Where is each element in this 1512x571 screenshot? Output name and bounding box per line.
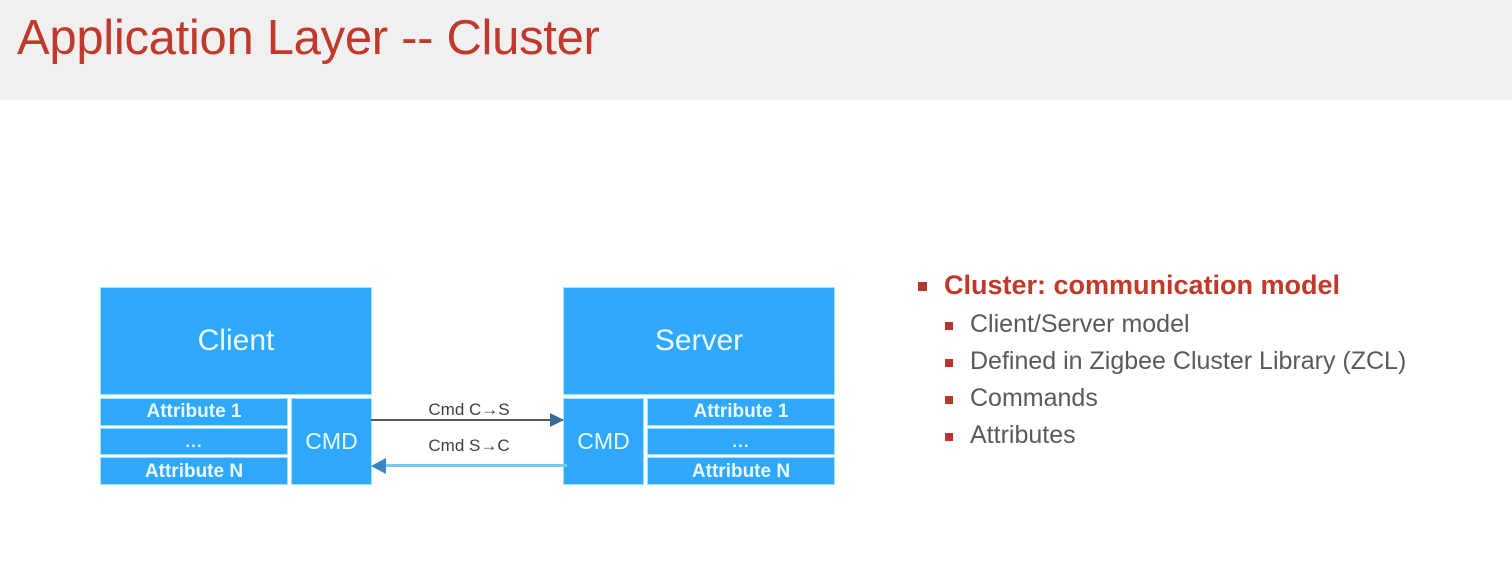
list-item: Commands [918,386,1498,411]
page-title: Application Layer -- Cluster [17,11,600,65]
server-lower-section: CMD Attribute 1 ... Attribute N [563,398,835,486]
list-item: Defined in Zigbee Cluster Library (ZCL) [918,349,1498,374]
server-header: Server [563,287,835,395]
server-node: Server CMD Attribute 1 ... Attribute N [563,287,835,486]
bullet-square-icon [918,282,927,291]
server-cmd-box: CMD [563,398,644,485]
server-header-label: Server [654,324,744,357]
server-attribute-list: Attribute 1 ... Attribute N [647,398,835,486]
list-item-label: Attributes [970,421,1076,449]
bullet-square-icon [945,433,953,441]
arrow-line-client-to-server [371,419,563,421]
client-node: Client Attribute 1 ... Attribute N CMD [100,287,372,486]
arrow-head-left-icon [371,458,386,474]
list-item-label: Cluster: communication model [944,270,1341,300]
client-attribute-row: Attribute 1 [100,398,288,426]
client-attribute-row: ... [100,427,288,456]
list-item-label: Commands [970,384,1098,412]
list-item-label: Client/Server model [970,310,1190,338]
client-attribute-row: Attribute N [100,457,288,486]
list-item: Cluster: communication model [918,272,1498,299]
bullet-list: Cluster: communication model Client/Serv… [918,272,1498,460]
bullet-square-icon [945,396,953,404]
server-attribute-row: ... [647,427,835,456]
title-band: Application Layer -- Cluster [0,0,1512,100]
client-attribute-list: Attribute 1 ... Attribute N [100,398,288,486]
arrow-head-right-icon [550,413,564,427]
list-item: Client/Server model [918,312,1498,337]
server-attribute-row: Attribute N [647,457,835,486]
cluster-diagram: Client Attribute 1 ... Attribute N CMD S… [100,287,835,490]
client-cmd-box: CMD [291,398,372,485]
arrow-label-client-to-server: Cmd C→S [428,400,510,419]
client-lower-section: Attribute 1 ... Attribute N CMD [100,398,372,486]
arrow-line-server-to-client [375,464,567,467]
list-item-label: Defined in Zigbee Cluster Library (ZCL) [970,347,1407,375]
bullet-square-icon [945,322,953,330]
client-header-label: Client [197,324,275,357]
arrow-label-server-to-client: Cmd S→C [428,436,510,455]
client-header: Client [100,287,372,395]
server-attribute-row: Attribute 1 [647,398,835,426]
list-item: Attributes [918,423,1498,448]
command-arrows: Cmd C→S Cmd S→C [371,390,567,490]
bullet-square-icon [945,359,953,367]
